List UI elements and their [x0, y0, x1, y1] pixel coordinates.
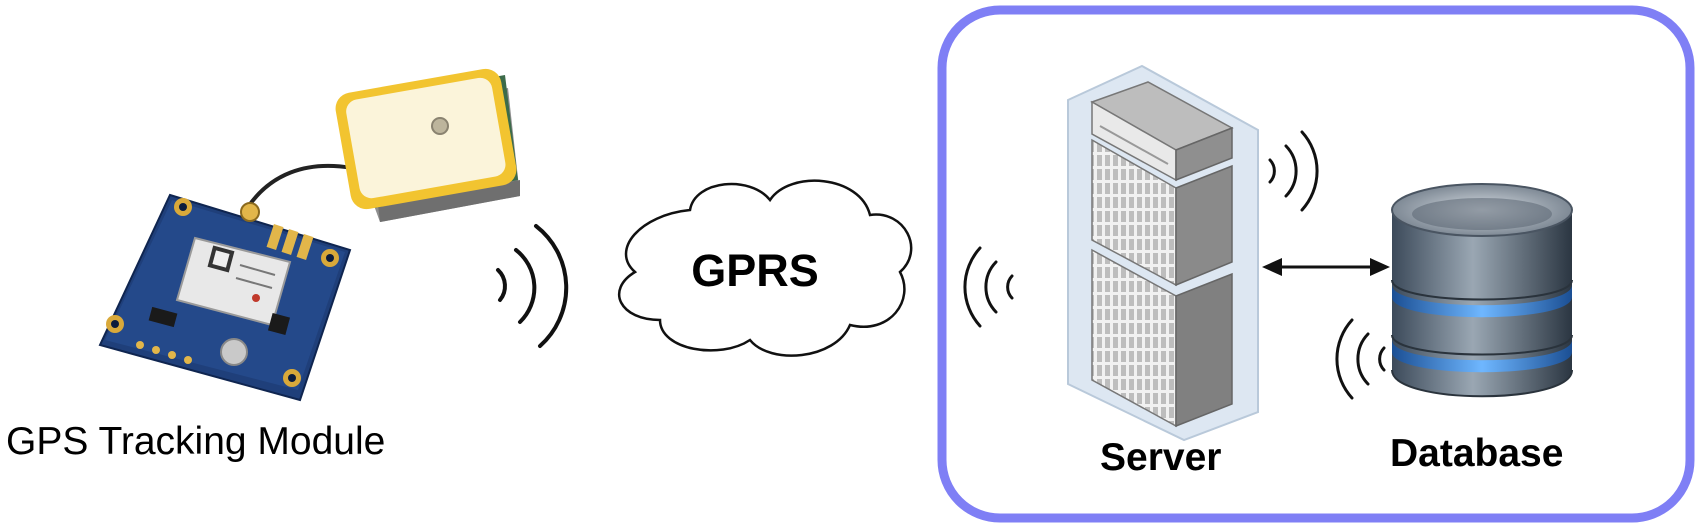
server-label: Server: [1100, 436, 1222, 479]
gprs-label: GPRS: [691, 245, 819, 296]
gps-signal-icon: [496, 224, 569, 348]
gps-module-label: GPS Tracking Module: [6, 420, 386, 463]
cloud-icon: [617, 179, 913, 357]
backend-container: [937, 5, 1695, 523]
rack-signal-icon: [1268, 130, 1319, 212]
server-rack-icon: [1067, 64, 1259, 442]
database-icon: [1391, 183, 1573, 398]
database-signal-icon: [1335, 318, 1386, 400]
bidirectional-arrow-icon: [1262, 258, 1390, 276]
database-label: Database: [1390, 432, 1564, 475]
gps-module-icon: [98, 68, 520, 402]
server-signal-icon: [963, 246, 1014, 328]
